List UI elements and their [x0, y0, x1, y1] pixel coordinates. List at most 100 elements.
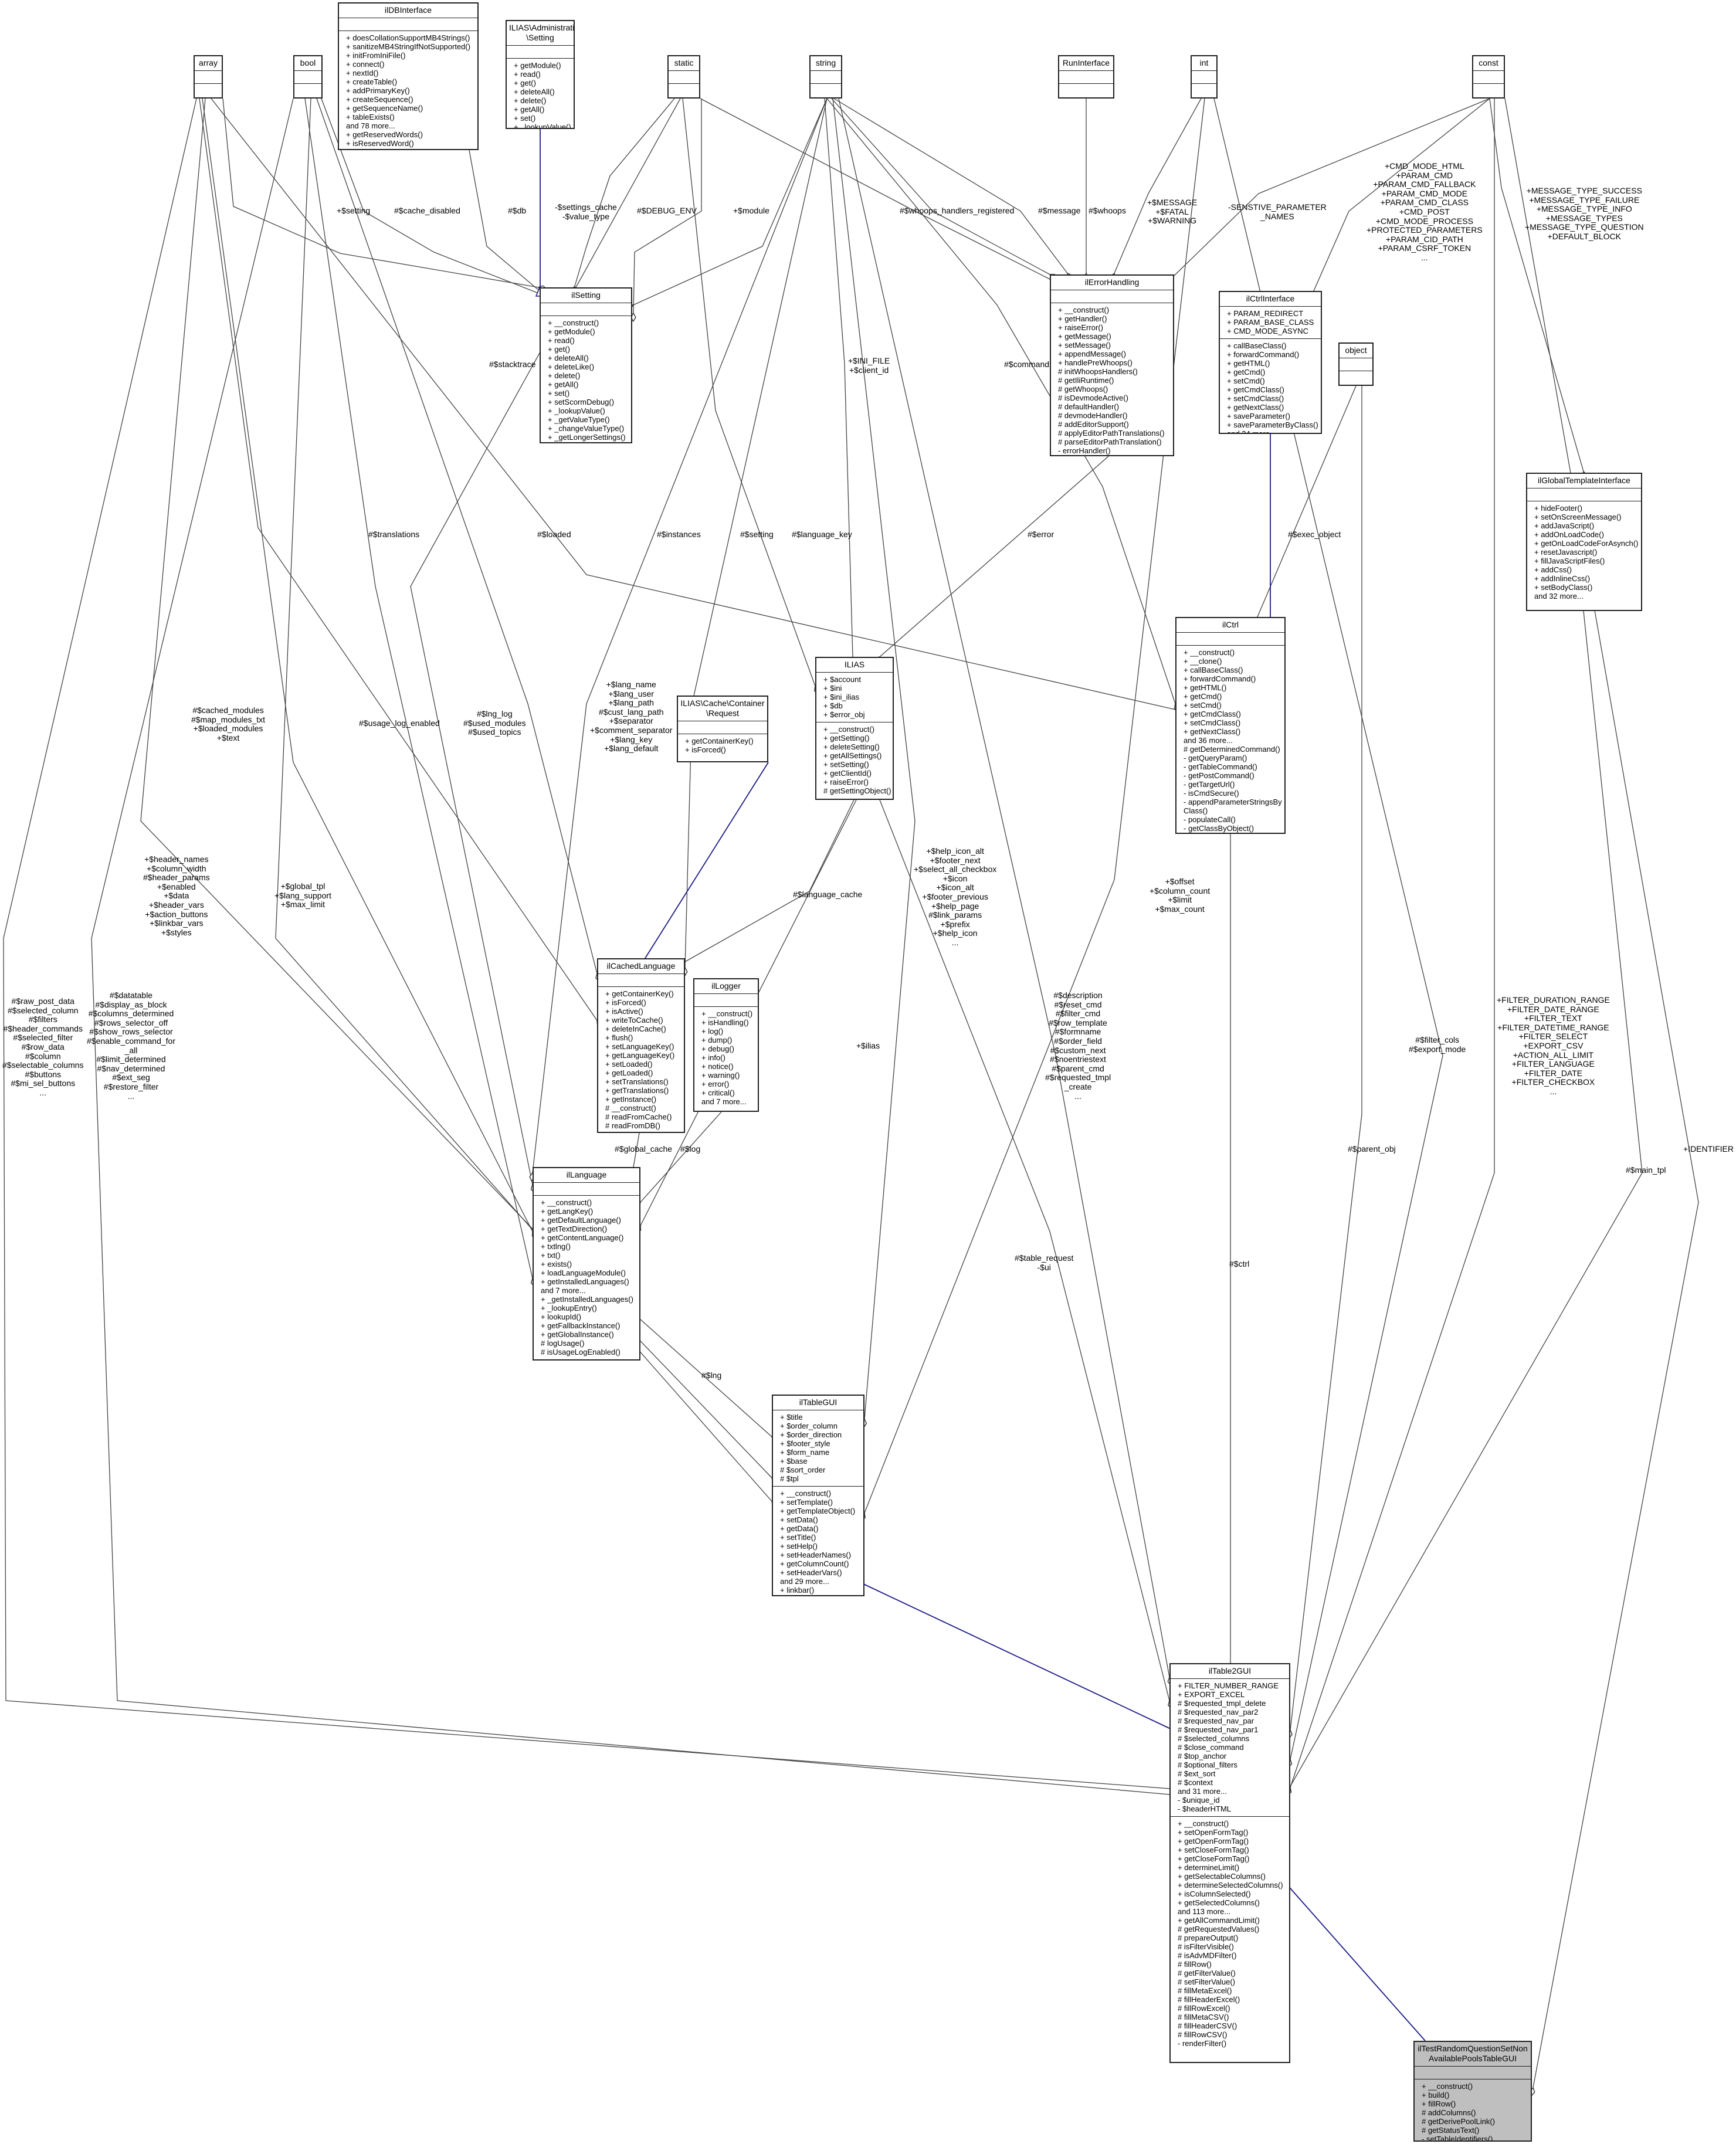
- attribute-list: [195, 71, 222, 83]
- association-edge: [321, 98, 538, 293]
- class-member: # applyEditorPathTranslations(): [1058, 429, 1165, 437]
- association-edge: [633, 99, 702, 313]
- class-member: + getOpenFormTag(): [1178, 1837, 1249, 1846]
- class-ildbinterface: ilDBInterface + doesCollationSupportMB4S…: [338, 2, 479, 150]
- class-title: int: [1192, 56, 1216, 71]
- class-member: # setFilterValue(): [1178, 1977, 1236, 1986]
- class-member: + initFromIniFile(): [346, 51, 406, 60]
- class-member: + setTranslations(): [605, 1077, 669, 1086]
- attribute-list: [669, 71, 699, 83]
- class-member: + __construct(): [541, 1198, 592, 1207]
- class-title: bool: [294, 56, 321, 71]
- method-list: [294, 83, 321, 96]
- class-member: - $headerHTML: [1178, 1804, 1232, 1813]
- class-member: + forwardCommand(): [1227, 350, 1300, 359]
- association-edge: [1173, 98, 1490, 277]
- method-list: [1473, 83, 1504, 96]
- association-edge: [202, 98, 533, 1232]
- class-member: + $ini_ilias: [823, 693, 860, 701]
- class-member: + log(): [701, 1027, 724, 1036]
- class-member: + get(): [548, 345, 570, 354]
- class-member: - getClassByObject(): [1184, 824, 1254, 833]
- association-edge: [3, 98, 1169, 1789]
- class-member: and 7 more...: [541, 1286, 586, 1295]
- class-member: # fillMetaExcel(): [1178, 1986, 1232, 1995]
- class-title: array: [195, 56, 222, 71]
- association-edge: [91, 98, 1169, 1794]
- edge-label-db: #$db: [508, 206, 527, 215]
- class-static: static: [667, 55, 700, 99]
- class-member: + getAllSettings(): [823, 751, 882, 760]
- class-member: + _changeValueType(): [548, 424, 625, 433]
- class-member: + getFallbackInstance(): [541, 1321, 621, 1330]
- class-member: + getData(): [780, 1524, 819, 1533]
- class-member: + fillRow(): [1422, 2099, 1456, 2108]
- class-member: # defaultHandler(): [1058, 402, 1120, 411]
- attribute-list: [1176, 633, 1284, 645]
- edge-label-header-names: +$header_names +$column_width #$header_p…: [143, 854, 210, 937]
- class-member: + _getLongerSettings(): [548, 433, 626, 442]
- edge-label-loaded: #$loaded: [537, 530, 571, 539]
- class-runinterface: RunInterface: [1058, 55, 1114, 99]
- class-member: + getCmd(): [1184, 692, 1222, 701]
- class-title: ILIAS\Cache\Container \Request: [678, 697, 767, 721]
- class-title: ilDBInterface: [339, 4, 477, 18]
- class-iltestrandomquestionsetnonavailablepoolstablegui: ilTestRandomQuestionSetNon AvailablePool…: [1413, 2041, 1532, 2142]
- edge-label-language-cache: #$language_cache: [793, 890, 863, 899]
- attribute-list: + $account+ $ini+ $ini_ilias+ $db+ $erro…: [816, 673, 893, 722]
- class-ilias-administration-setting: ILIAS\Administration \Setting + getModul…: [506, 20, 575, 129]
- edge-label-sensitive-names: -SENSTIVE_PARAMETER _NAMES: [1228, 202, 1327, 221]
- class-member: + getGlobalInstance(): [541, 1330, 614, 1339]
- class-member: + getAll(): [514, 105, 545, 114]
- class-member: # isUsageLogEnabled(): [541, 1348, 621, 1356]
- association-edge: [316, 98, 597, 973]
- edge-label-exec-object: #$exec_object: [1288, 530, 1341, 539]
- edge-label-cache-disabled: #$cache_disabled: [394, 206, 460, 215]
- class-member: + $error_obj: [823, 710, 865, 719]
- class-member: # $optional_filters: [1178, 1760, 1237, 1769]
- class-title: ilGlobalTemplateInterface: [1527, 474, 1641, 488]
- edge-label-message-fatal: +$MESSAGE +$FATAL +$WARNING: [1147, 198, 1198, 226]
- class-ilias: ILIAS + $account+ $ini+ $ini_ilias+ $db+…: [815, 657, 894, 800]
- class-member: + getCloseFormTag(): [1178, 1854, 1250, 1863]
- attribute-list: [339, 18, 477, 30]
- class-member: + EXPORT_EXCEL: [1178, 1690, 1245, 1699]
- class-member: + nextId(): [346, 69, 379, 77]
- class-member: + __construct(): [780, 1489, 832, 1498]
- class-member: Class(): [1184, 806, 1208, 815]
- class-member: + _getValueType(): [548, 415, 610, 424]
- class-member: - populateCall(): [1184, 815, 1236, 824]
- attribute-list: [534, 1183, 639, 1195]
- class-member: + setOpenFormTag(): [1178, 1828, 1249, 1837]
- edge-label-language-key: #$language_key: [792, 530, 852, 539]
- class-member: + getNextClass(): [1227, 403, 1284, 412]
- class-member: + setCloseFormTag(): [1178, 1846, 1249, 1854]
- class-member: + setTitle(): [780, 1533, 816, 1542]
- method-list: + __construct()+ setTemplate()+ getTempl…: [773, 1486, 863, 1595]
- class-member: + lookupId(): [541, 1312, 582, 1321]
- method-list: + __construct()+ getLangKey()+ getDefaul…: [534, 1195, 639, 1359]
- class-member: # addColumns(): [1422, 2108, 1476, 2117]
- class-bool: bool: [293, 55, 323, 99]
- class-member: + getColumnCount(): [780, 1559, 849, 1568]
- class-member: + deleteAll(): [514, 87, 555, 96]
- association-edge: [1314, 98, 1490, 291]
- edge-label-settings-cache: -$settings_cache -$value_type: [555, 202, 617, 221]
- class-member: + CMD_MODE_ASYNC: [1227, 327, 1309, 335]
- class-member: + _getInstalledLanguages(): [541, 1295, 633, 1304]
- class-member: + tableExists(): [346, 113, 395, 121]
- method-list: + __construct()+ getSetting()+ deleteSet…: [816, 722, 893, 798]
- method-list: + __construct()+ setOpenFormTag()+ getOp…: [1171, 1816, 1289, 2051]
- class-member: + getClientId(): [823, 769, 872, 778]
- edge-label-usage-log: #$usage_log_enabled: [359, 718, 440, 728]
- association-edge: [833, 98, 1067, 273]
- class-member: # getRequestedValues(): [1178, 1925, 1260, 1933]
- edge-label-identifier: +IDENTIFIER: [1683, 1144, 1734, 1154]
- class-title: ILIAS\Administration \Setting: [507, 21, 574, 46]
- class-member: + setTemplate(): [780, 1498, 833, 1507]
- association-edge: [1504, 98, 1699, 2088]
- edge-label-offset: +$offset +$column_count +$limit +$max_co…: [1150, 877, 1211, 914]
- class-member: + getHTML(): [1184, 683, 1227, 692]
- class-member: # $requested_nav_par: [1178, 1716, 1254, 1725]
